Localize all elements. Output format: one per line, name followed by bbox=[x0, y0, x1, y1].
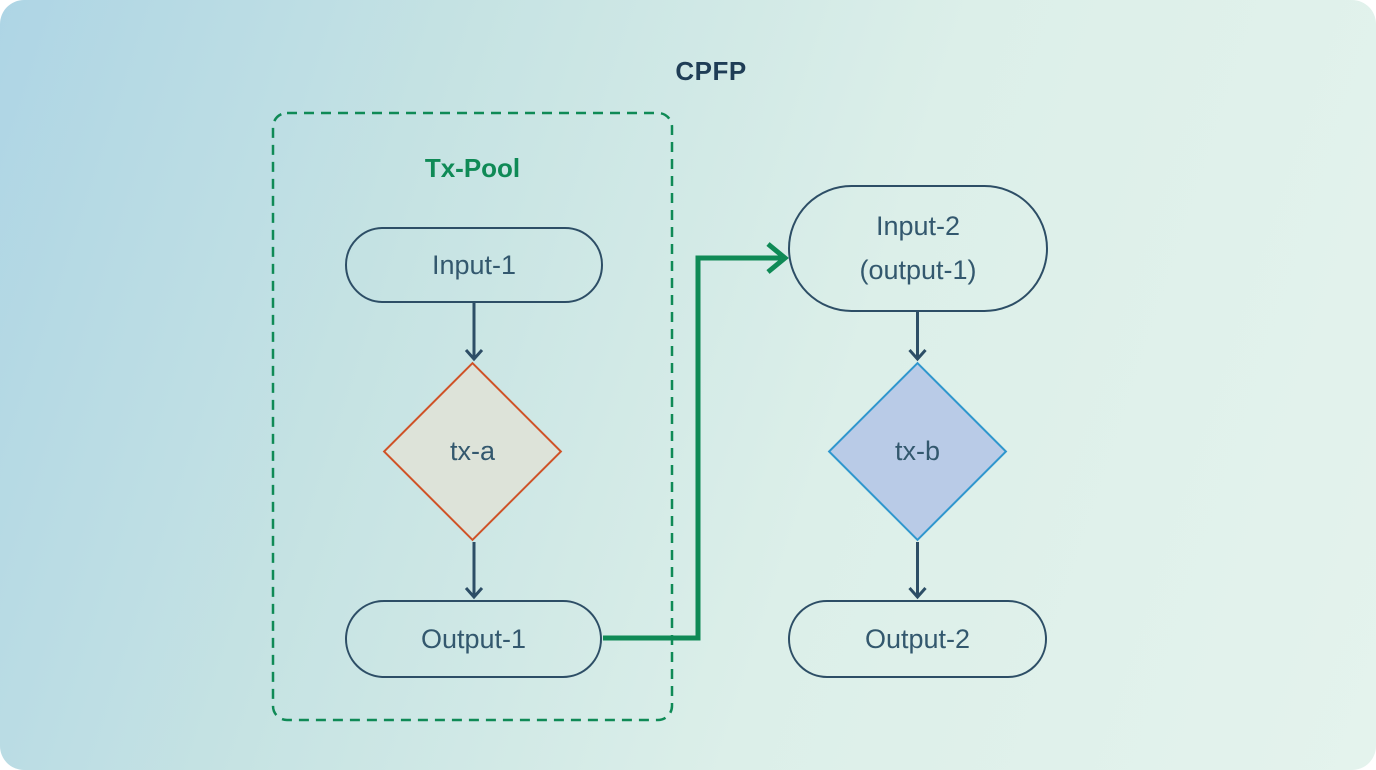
page-title: CPFP bbox=[675, 56, 747, 86]
node-input-2-label: Input-2 bbox=[875, 210, 961, 241]
node-output-1-label: Output-1 bbox=[420, 623, 527, 654]
node-output-2: Output-2 bbox=[788, 600, 1047, 678]
node-output-2-label: Output-2 bbox=[864, 623, 971, 654]
node-input-2: Input-2 (output-1) bbox=[788, 185, 1048, 312]
tx-pool-label: Tx-Pool bbox=[424, 153, 521, 183]
node-tx-b: tx-b bbox=[827, 361, 1008, 542]
node-input-2-sublabel: (output-1) bbox=[859, 254, 977, 285]
arrow-input1-to-txa bbox=[464, 303, 484, 362]
arrow-txb-to-output2 bbox=[908, 542, 927, 600]
node-tx-b-label: tx-b bbox=[894, 436, 940, 466]
node-tx-a-label: tx-a bbox=[449, 436, 495, 466]
arrow-input2-to-txb bbox=[908, 312, 927, 362]
node-input-1-label: Input-1 bbox=[431, 249, 517, 280]
node-output-1: Output-1 bbox=[345, 600, 602, 678]
arrow-output1-to-input2 bbox=[603, 242, 789, 641]
node-input-1: Input-1 bbox=[345, 227, 603, 303]
arrow-txa-to-output1 bbox=[464, 542, 484, 600]
node-tx-a: tx-a bbox=[382, 361, 563, 542]
